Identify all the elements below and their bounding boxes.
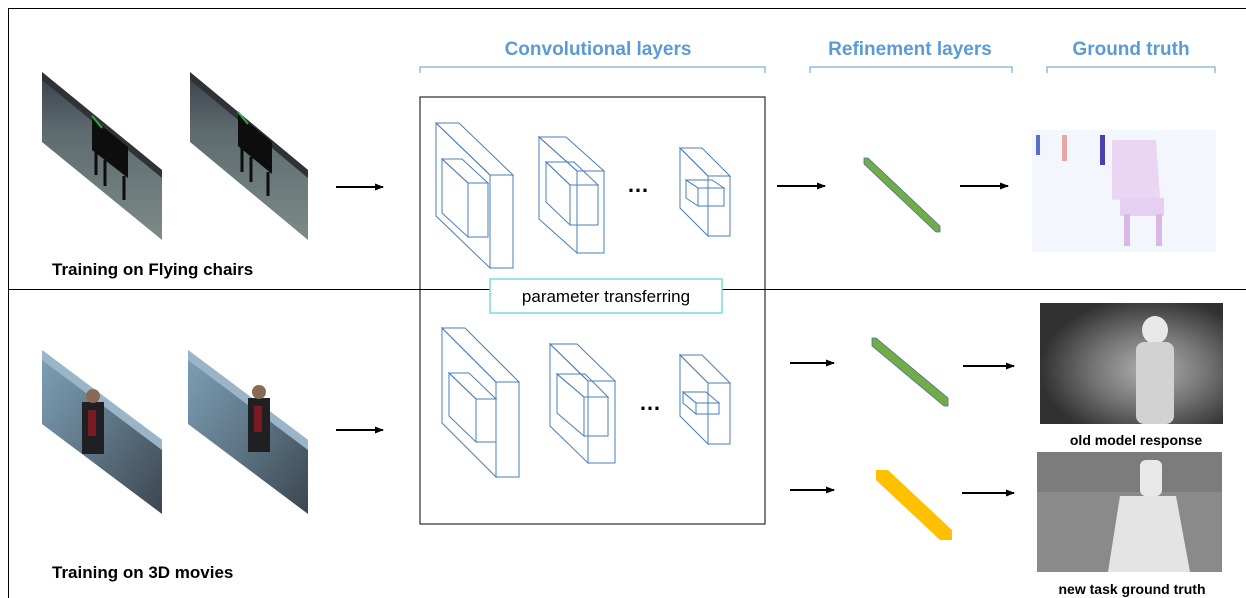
label-new-task-ground-truth: new task ground truth (1059, 581, 1206, 597)
refinement-layer-old (871, 337, 949, 407)
ellipsis-top: … (627, 172, 649, 197)
bracket-convolutional (419, 66, 766, 73)
conv-cube-bottom-1 (440, 326, 521, 479)
refinement-layer-new (876, 470, 952, 540)
label-old-model-response: old model response (1070, 432, 1202, 448)
conv-cube-top-1 (434, 121, 515, 270)
conv-cube-bottom-3 (678, 353, 732, 446)
ellipsis-bottom: … (639, 390, 661, 415)
conv-cube-top-2 (537, 135, 606, 255)
old-model-response-image (1040, 303, 1223, 424)
conv-cube-bottom-2 (548, 342, 617, 465)
refinement-layer-top (863, 157, 941, 233)
header-refinement-layers: Refinement layers (828, 39, 992, 60)
conv-layers-box (419, 96, 766, 525)
caption-training-3d-movies: Training on 3D movies (52, 563, 233, 582)
parameter-transfer-box (489, 278, 723, 314)
flying-chairs-frame-1 (42, 72, 162, 240)
caption-training-flying-chairs: Training on Flying chairs (52, 260, 253, 279)
bracket-ground-truth (1046, 66, 1216, 73)
parameter-transfer-label: parameter transferring (522, 287, 690, 306)
bracket-refinement (809, 66, 1013, 73)
ground-truth-flow-image (1032, 130, 1216, 252)
movie-frame-1 (42, 350, 162, 514)
movie-frame-2 (188, 350, 308, 514)
flying-chairs-frame-2 (190, 72, 308, 240)
new-task-ground-truth-image (1037, 452, 1222, 572)
conv-cube-top-3 (678, 146, 732, 238)
header-convolutional-layers: Convolutional layers (505, 39, 692, 60)
header-ground-truth: Ground truth (1072, 39, 1189, 60)
